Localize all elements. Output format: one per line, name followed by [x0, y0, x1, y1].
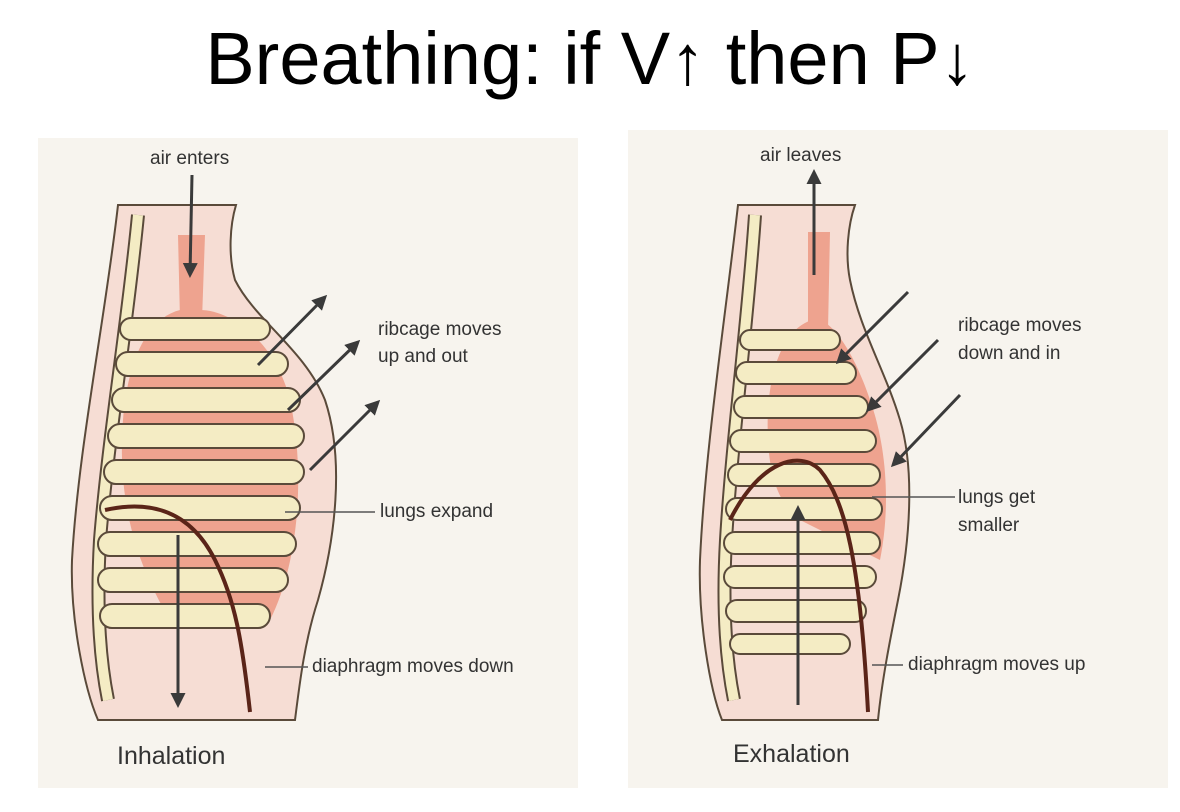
exhalation-diaphragm [728, 458, 870, 713]
exhalation-caption: Exhalation [733, 740, 850, 768]
inhalation-diaphragm [104, 504, 252, 713]
exhalation-lungs-label-2: smaller [958, 515, 1020, 536]
air-enters-arrow [182, 174, 198, 278]
slide-title: Breathing: if V↑ then P↓ [0, 14, 1180, 105]
ribcage-in-arrow-1 [835, 290, 910, 365]
inhalation-ribcage-label-1: ribcage moves [378, 319, 502, 340]
ribcage-out-arrow-2 [286, 339, 361, 412]
inhalation-lungs-label: lungs expand [380, 501, 494, 522]
exhalation-trachea [808, 232, 830, 330]
exhalation-figure [698, 169, 962, 721]
title-text-2: then P [705, 17, 940, 100]
exhalation-diaphragm-label: diaphragm moves up [908, 654, 1086, 675]
inhalation-caption: Inhalation [117, 742, 226, 770]
inhalation-air-label: air enters [150, 148, 230, 169]
down-arrow-icon: ↓ [939, 21, 975, 99]
ribcage-out-arrow-3 [308, 399, 381, 472]
exhalation-ribcage-label-1: ribcage moves [958, 315, 1082, 336]
up-arrow-icon: ↑ [670, 21, 706, 99]
inhalation-diaphragm-label: diaphragm moves down [312, 656, 514, 677]
inhalation-ribcage-label-2: up and out [378, 346, 468, 367]
exhalation-air-label: air leaves [760, 145, 842, 166]
inhalation-figure [70, 174, 381, 721]
exhalation-arrows [790, 169, 962, 705]
ribcage-in-arrow-2 [865, 338, 940, 413]
ribcage-out-arrow-1 [256, 294, 328, 367]
inhalation-ribcage [97, 317, 305, 629]
ribcage-in-arrow-3 [890, 393, 962, 468]
inhalation-arrows [170, 174, 381, 708]
exhalation-lungs-label-1: lungs get [958, 487, 1036, 508]
title-text-1: Breathing: if V [205, 17, 671, 100]
exhalation-ribcage-label-2: down and in [958, 343, 1061, 364]
